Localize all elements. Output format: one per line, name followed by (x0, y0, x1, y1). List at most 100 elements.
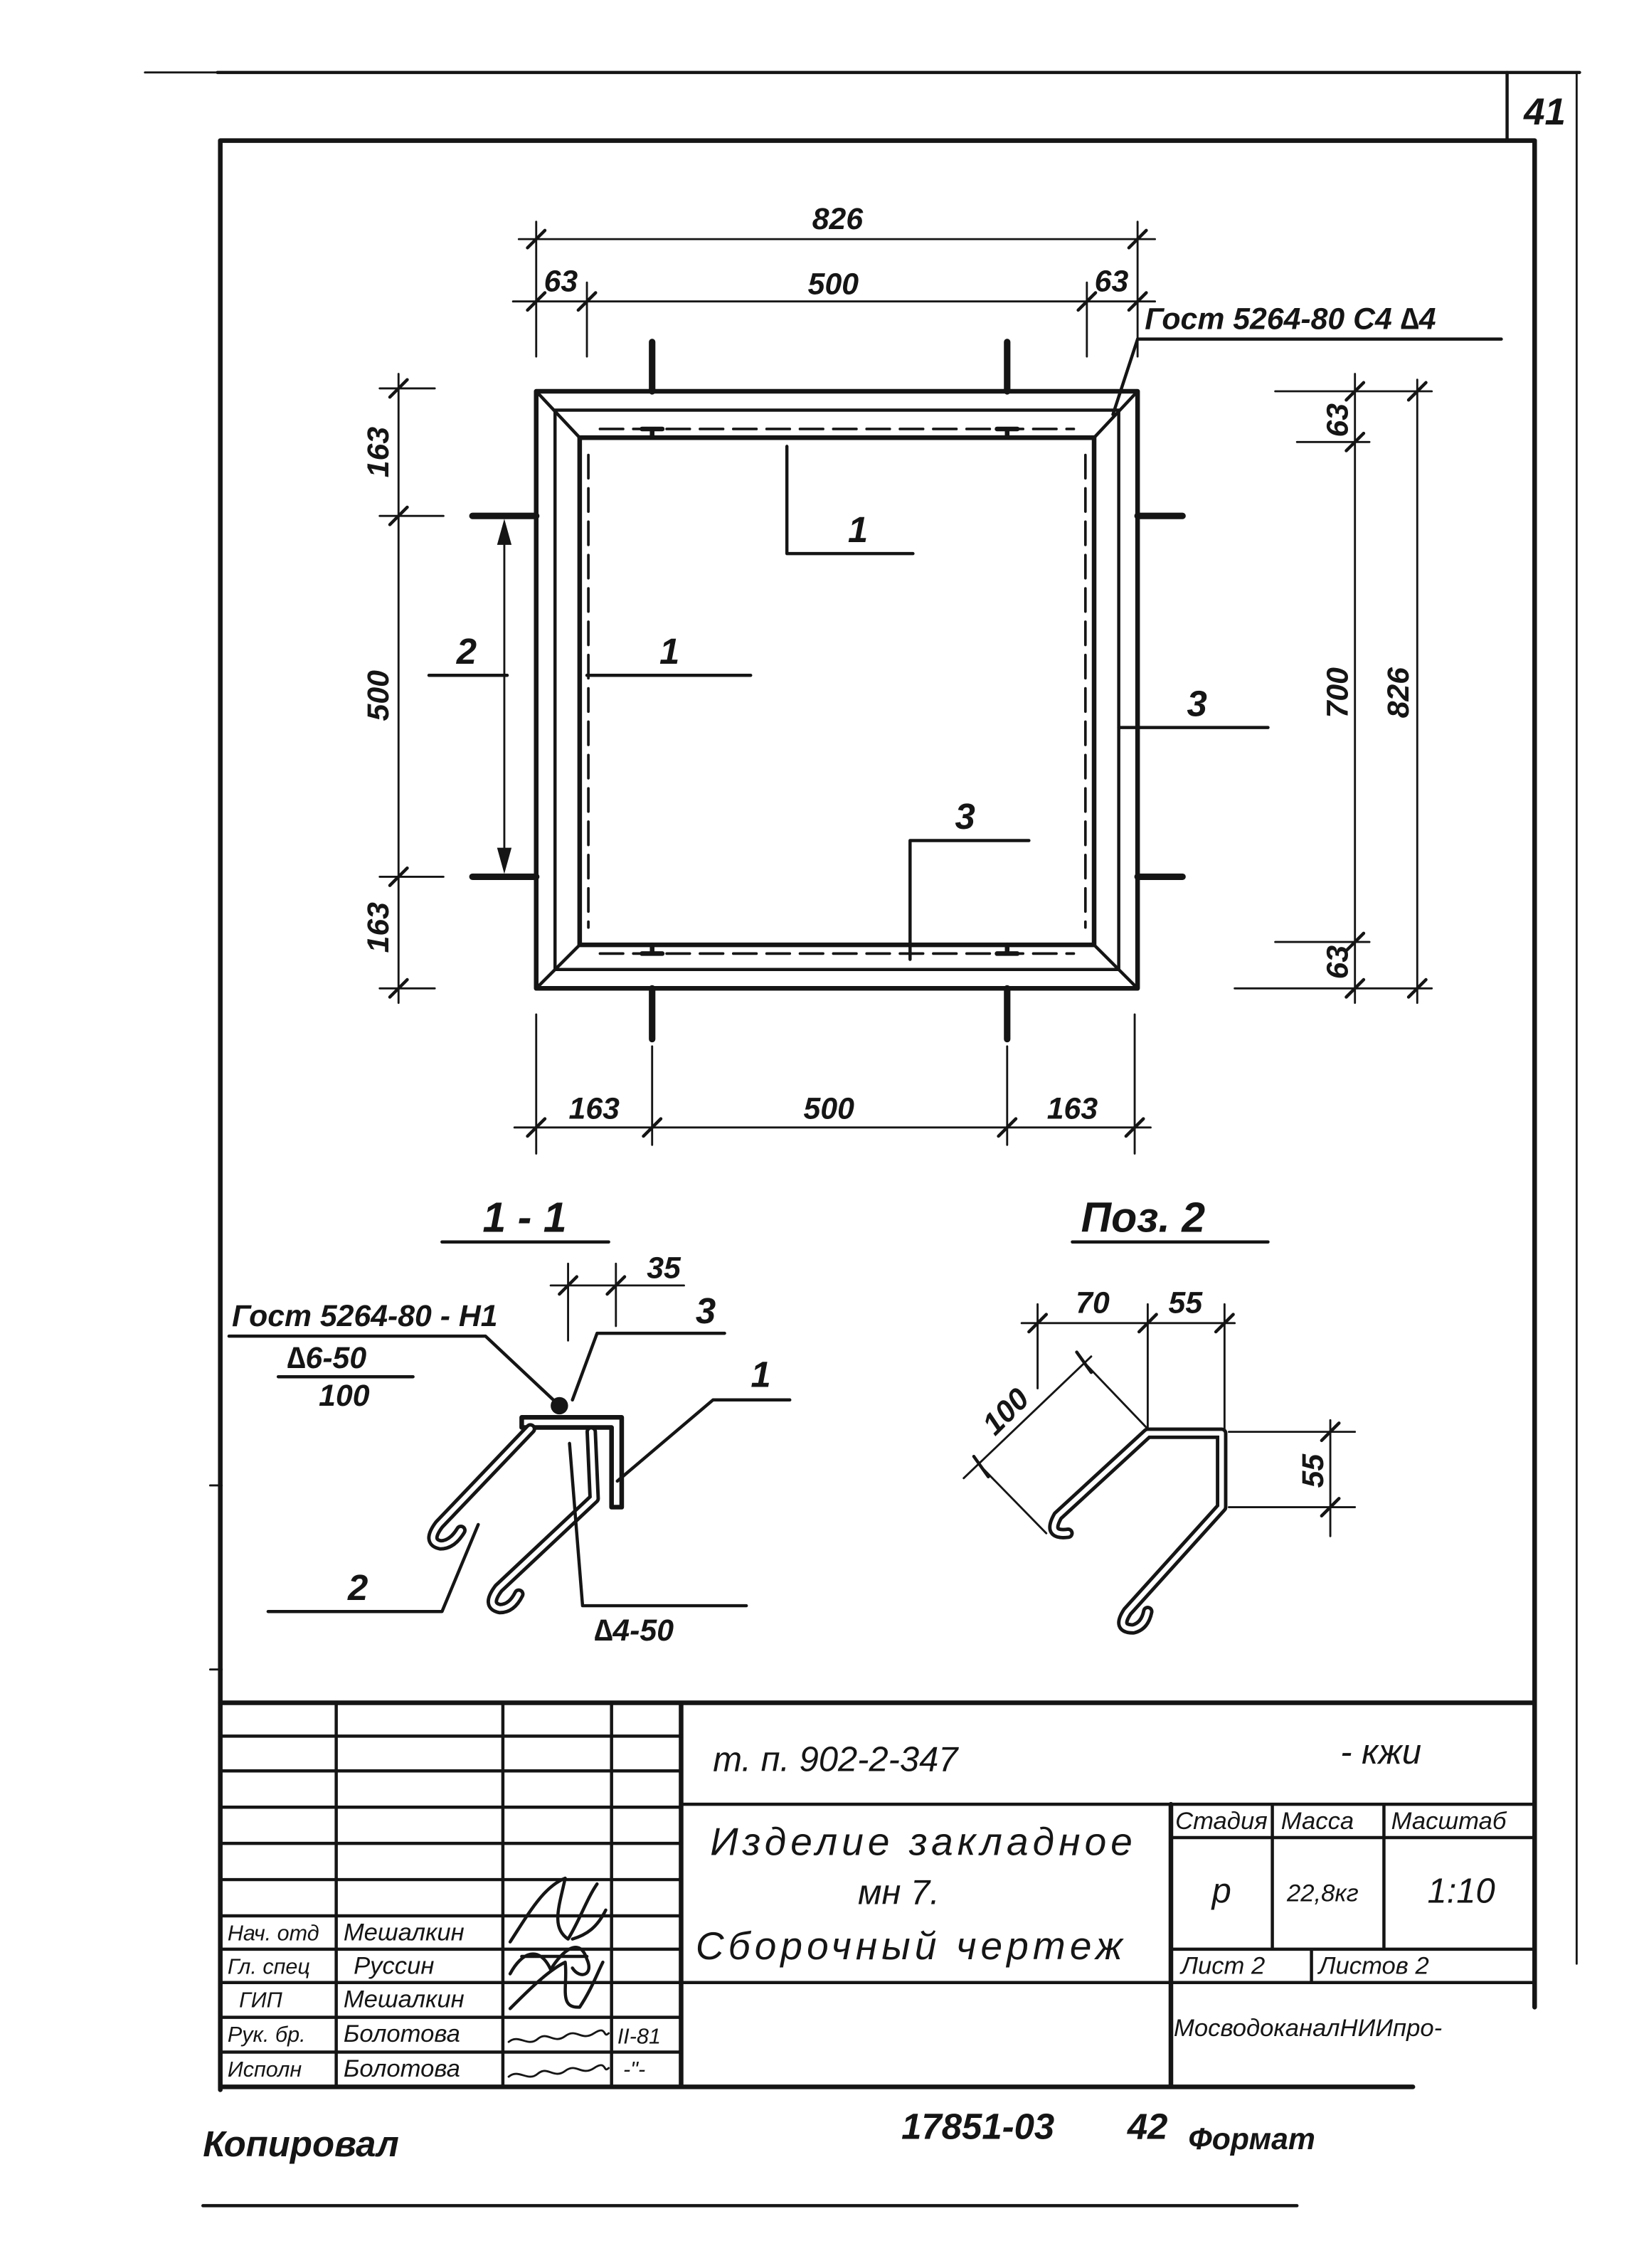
bent-rod-core (1051, 1431, 1224, 1631)
weld-pitch: 100 (319, 1379, 370, 1413)
frame-corner-miters (534, 389, 1140, 990)
scale-header: Масштаб (1391, 1808, 1507, 1835)
sheet-frame: 41 (144, 70, 1581, 2092)
date-executor: -"- (623, 2057, 645, 2082)
item-name-line3: Сборочный чертеж (696, 1924, 1127, 1968)
dim-top-middle: 500 (808, 267, 859, 302)
stage-value: р (1211, 1872, 1231, 1911)
right-dimensions: 63 700 63 826 (1234, 373, 1433, 1005)
dim-right: 55 (1169, 1286, 1204, 1320)
role-chief-specialist: Гл. спец (228, 1954, 310, 1978)
name-chief-specialist: Руссин (354, 1952, 434, 1979)
signature-chief-engineer (508, 1960, 605, 2010)
item-name-line2: мн 7. (858, 1874, 940, 1912)
name-dept-head: Мешалкин (344, 1919, 465, 1946)
dim-left-middle: 500 (361, 670, 396, 721)
anchor-rod-outer-core (430, 1426, 533, 1547)
section-title: 1 - 1 (482, 1194, 566, 1241)
document-mark: - кжи (1340, 1733, 1421, 1771)
margin-marks (208, 1484, 223, 1671)
label-pos1-top: 1 (848, 509, 868, 550)
project-code: т. п. 902-2-347 (713, 1740, 959, 1779)
dimension-lines (513, 1013, 1152, 1155)
sheet-label: Лист 2 (1179, 1952, 1265, 1979)
detail-title: Поз. 2 (1081, 1194, 1206, 1241)
dim-right-overall: 826 (1381, 667, 1416, 719)
dim-right-bottom: 63 (1321, 945, 1355, 980)
anchor-rods (469, 339, 1186, 1043)
dim-left-bottom: 163 (361, 902, 396, 953)
title-block: т. п. 902-2-347 - кжи Изделие закладное … (218, 1700, 1537, 2089)
role-team-lead: Рук. бр. (228, 2023, 306, 2047)
angle-profile (519, 1414, 625, 1510)
mass-header: Масса (1281, 1808, 1354, 1835)
name-chief-engineer: Мешалкин (344, 1986, 465, 2013)
name-team-lead: Болотова (344, 2020, 460, 2047)
dim-right-top: 63 (1321, 403, 1355, 438)
frame-inner-edge (577, 435, 1097, 948)
top-dimensions: 826 63 500 63 (511, 202, 1157, 358)
dim-width: 35 (647, 1251, 681, 1286)
dim-height: 55 (1296, 1453, 1330, 1488)
signatures (507, 1876, 610, 2078)
dimension-ticks (526, 1117, 1145, 1138)
stage-header: Стадия (1175, 1808, 1268, 1835)
position-2-detail: Поз. 2 70 55 100 55 (962, 1194, 1357, 1635)
weld-size: ∆6-50 (287, 1341, 366, 1375)
dimension-ticks (526, 228, 1148, 312)
anchor-rod-inner-core (489, 1429, 597, 1611)
dim-bottom-middle: 500 (804, 1092, 855, 1126)
anchor-weld-marks (640, 426, 1020, 956)
dim-left-top: 163 (361, 427, 396, 478)
dimension-ticks (388, 378, 409, 999)
dim-bottom-left: 163 (569, 1092, 620, 1126)
signature-chief-specialist (508, 1946, 590, 1976)
dim-right-middle: 700 (1321, 667, 1355, 719)
dim-bottom-right: 163 (1047, 1092, 1098, 1126)
label-pos1-left: 1 (659, 631, 679, 672)
copied-label: Копировал (203, 2124, 399, 2164)
frame-middle-edge (553, 408, 1120, 972)
scale-value: 1:10 (1428, 1872, 1495, 1911)
frame-outer-edge (534, 388, 1140, 991)
dimension-ticks (1344, 381, 1428, 999)
dimension-ticks (972, 1313, 1341, 1518)
drawing-border (218, 138, 1537, 2092)
page-number: 42 (1127, 2107, 1168, 2147)
item-name-line1: Изделие закладное (710, 1819, 1137, 1863)
sheets-label: Листов 2 (1317, 1952, 1429, 1979)
section-1-1: 1 - 1 35 Гост 5264-80 - Н1 ∆6-50 100 3 1… (227, 1194, 792, 1648)
bottom-dimensions: 163 500 163 (513, 1013, 1152, 1155)
role-executor: Исполн (228, 2057, 302, 2082)
frame-hidden-lines (587, 428, 1087, 955)
weld-note: Гост 5264-80 - Н1 (232, 1299, 498, 1333)
dimension-lines (962, 1303, 1357, 1537)
plan-position-labels: 2 1 1 3 3 (427, 445, 1270, 961)
dim-top-left: 63 (544, 264, 578, 298)
dim-top-right: 63 (1095, 264, 1129, 298)
date-team-lead: II-81 (617, 2024, 661, 2048)
sheet-footer: Копировал 17851-03 42 Формат (201, 2107, 1315, 2208)
label-pos3-inner: 3 (955, 796, 975, 837)
signature-dept-head (508, 1876, 608, 1944)
label-pos2: 2 (456, 631, 477, 672)
label-leaders (427, 445, 1270, 961)
weld-leader (1111, 337, 1503, 416)
dim-top-overall: 826 (812, 202, 864, 236)
name-executor: Болотова (344, 2055, 460, 2082)
title-block-outline (218, 1700, 1537, 2089)
weld-note: Гост 5264-80 С4 ∆4 (1145, 302, 1436, 336)
format-label: Формат (1188, 2122, 1315, 2156)
dimension-ticks (558, 1275, 627, 1296)
label-pos3: 3 (696, 1291, 716, 1331)
dim-diagonal: 100 (976, 1382, 1036, 1442)
left-dimensions: 163 500 163 (361, 373, 512, 1005)
archive-number: 17851-03 (901, 2107, 1054, 2147)
sheet-number: 41 (1523, 91, 1566, 133)
organization: МосводоканалНИИпро- (1174, 2015, 1442, 2042)
title-block-grid (218, 1701, 1537, 2089)
role-chief-engineer: ГИП (239, 1988, 282, 2012)
weld-note-2: ∆4-50 (594, 1613, 674, 1648)
signature-team-lead (507, 2029, 610, 2043)
